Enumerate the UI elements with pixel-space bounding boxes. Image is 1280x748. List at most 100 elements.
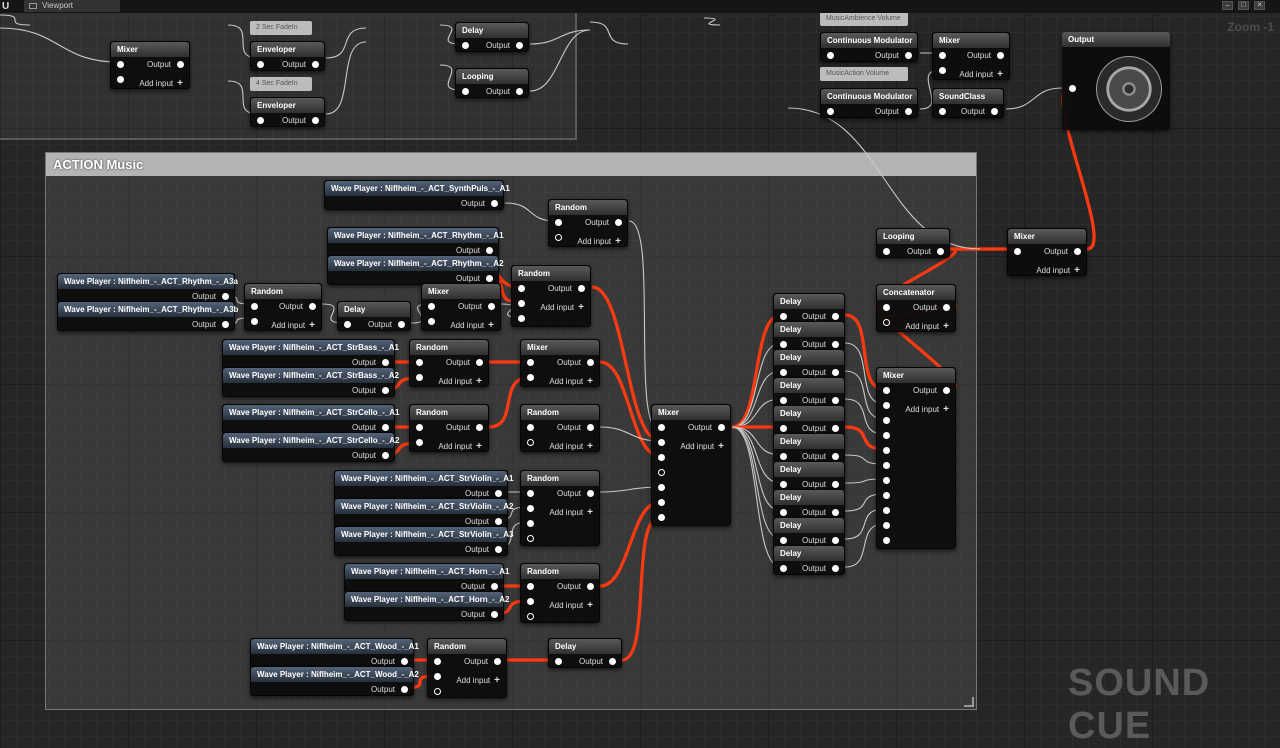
input-pin[interactable] [658,454,665,461]
add-input-button[interactable]: Add input+ [905,404,949,415]
input-pin[interactable] [827,52,834,59]
wave-player-wave-strviolin-a1-node[interactable]: Wave Player : Niflheim_-_ACT_StrViolin_-… [334,470,514,500]
input-pin[interactable] [416,359,423,366]
add-input-button[interactable]: Add input+ [549,376,593,387]
input-pin[interactable] [251,303,258,310]
output-pin[interactable]: Output [486,40,524,51]
input-pin[interactable] [883,462,890,469]
input-pin[interactable] [416,424,423,431]
fadein-4-node[interactable]: 4 Sec FadeIn [250,77,312,91]
input-pin[interactable] [527,359,534,366]
output-pin[interactable]: Output [446,357,484,368]
output-pin[interactable]: Output [461,609,499,620]
add-input-button[interactable]: Add input+ [680,441,724,452]
input-pin[interactable] [883,432,890,439]
output-pin[interactable]: Output [802,451,840,462]
wave-player-wave-strbass-a2-node[interactable]: Wave Player : Niflheim_-_ACT_StrBass_-_A… [222,367,399,397]
output-pin[interactable]: Output [802,339,840,350]
wave-player-wave-rhythm-a1-node[interactable]: Wave Player : Niflheim_-_ACT_Rhythm_-_A1… [327,227,504,257]
input-pin[interactable] [527,520,534,527]
input-pin[interactable] [883,387,890,394]
output-pin[interactable]: Output [579,656,617,667]
input-pin[interactable] [344,321,351,328]
output-pin[interactable]: Output [147,59,185,70]
input-pin[interactable] [555,234,562,241]
input-pin[interactable] [780,537,787,544]
output-pin[interactable]: Output [371,684,409,695]
input-pin[interactable] [527,535,534,542]
input-pin[interactable] [518,285,525,292]
output-pin[interactable]: Output [967,50,1005,61]
input-pin[interactable] [518,315,525,322]
input-pin[interactable] [658,484,665,491]
input-pin[interactable] [658,439,665,446]
output-pin[interactable]: Output [802,395,840,406]
input-pin[interactable] [939,52,946,59]
add-input-button[interactable]: Add input+ [549,441,593,452]
output-pin[interactable]: Output [282,59,320,70]
wave-player-wave-rhythm-a3b-node[interactable]: Wave Player : Niflheim_-_ACT_Rhythm_-_A3… [57,301,238,331]
output-pin[interactable]: Output [368,319,406,330]
wave-player-wave-strviolin-a3-node[interactable]: Wave Player : Niflheim_-_ACT_StrViolin_-… [334,526,514,556]
input-pin[interactable] [251,318,258,325]
input-pin[interactable] [434,688,441,695]
add-input-button[interactable]: Add input+ [438,441,482,452]
input-pin[interactable] [883,522,890,529]
output-pin[interactable]: Output [486,86,524,97]
input-pin[interactable] [527,505,534,512]
output-pin[interactable]: Output [557,357,595,368]
input-pin[interactable] [658,424,665,431]
output-pin[interactable]: Output [352,450,390,461]
input-pin[interactable] [527,490,534,497]
input-pin[interactable] [434,658,441,665]
input-pin[interactable] [462,88,469,95]
input-pin[interactable] [883,417,890,424]
wave-player-wave-strcello-a2-node[interactable]: Wave Player : Niflheim_-_ACT_StrCello_-_… [222,432,399,462]
output-pin[interactable]: Output [802,563,840,574]
input-pin[interactable] [1069,85,1076,92]
output-pin[interactable]: Output [371,656,409,667]
input-pin[interactable] [555,219,562,226]
output-pin[interactable]: Output [802,507,840,518]
add-input-button[interactable]: Add input+ [450,320,494,331]
add-input-button[interactable]: Add input+ [456,675,500,686]
output-pin[interactable]: Output [913,302,951,313]
input-pin[interactable] [883,507,890,514]
input-pin[interactable] [416,374,423,381]
input-pin[interactable] [1014,248,1021,255]
input-pin[interactable] [434,673,441,680]
output-pin[interactable]: Output [461,198,499,209]
input-pin[interactable] [780,341,787,348]
output-pin[interactable]: Output [688,422,726,433]
input-pin[interactable] [518,300,525,307]
input-pin[interactable] [883,319,890,326]
input-pin[interactable] [939,108,946,115]
input-pin[interactable] [883,537,890,544]
wave-player-wave-rhythm-a3a-node[interactable]: Wave Player : Niflheim_-_ACT_Rhythm_-_A3… [57,273,238,303]
add-input-button[interactable]: Add input+ [577,236,621,247]
input-pin[interactable] [527,598,534,605]
